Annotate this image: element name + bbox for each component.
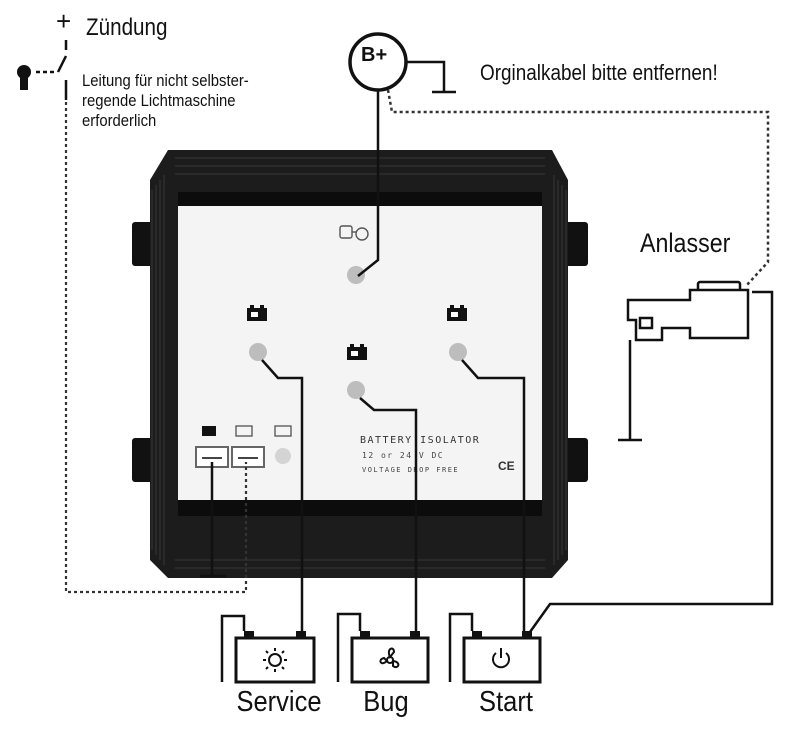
d-plus-symbol-icon xyxy=(235,425,253,437)
wire-start-starter xyxy=(528,290,774,633)
terminal-bug xyxy=(347,381,365,399)
battery-isolator: BATTERY ISOLATOR 12 or 24 V DC VOLTAGE D… xyxy=(132,150,588,578)
sense-symbol-icon xyxy=(274,425,292,437)
isolator-title: BATTERY ISOLATOR xyxy=(360,435,480,446)
ignition-label: Zündung xyxy=(86,14,168,41)
original-cable-dotted xyxy=(386,89,770,287)
battery-service-label: Service xyxy=(236,686,322,718)
battery-bug-label: Bug xyxy=(363,686,409,718)
terminal-service xyxy=(249,343,267,361)
ignition-dotted-wire xyxy=(64,102,248,594)
starter-motor xyxy=(618,280,750,442)
b-plus-ground-wire xyxy=(406,60,446,92)
remove-cable-note: Orginalkabel bitte entfernen! xyxy=(480,60,718,85)
fan-icon xyxy=(379,647,400,669)
alternator-hint: Leitung für nicht selbster- regende Lich… xyxy=(82,71,249,131)
wire-bug xyxy=(359,397,418,632)
panel-bottom-rail xyxy=(178,500,542,516)
sense-terminal xyxy=(275,448,291,464)
battery-bug xyxy=(336,612,430,684)
battery-start xyxy=(448,612,542,684)
alternator-hint-line: erforderlich xyxy=(82,112,157,130)
panel-top-rail xyxy=(178,192,542,206)
b-plus-label: B+ xyxy=(361,44,388,66)
isolator-voltage: 12 or 24 V DC xyxy=(362,451,444,460)
battery-symbol-right xyxy=(447,305,467,321)
ignition-switch xyxy=(36,40,68,100)
starter-label: Anlasser xyxy=(640,228,731,258)
b-plus-wire xyxy=(357,90,380,277)
battery-start-label: Start xyxy=(479,686,533,718)
ground-symbol-icon xyxy=(202,426,216,436)
ignition-plus-label: + xyxy=(56,6,72,36)
ce-mark: CE xyxy=(498,459,515,473)
terminal-start xyxy=(449,343,467,361)
isolator-subtitle: VOLTAGE DROP FREE xyxy=(362,466,459,474)
key-icon xyxy=(17,65,31,90)
alternator-hint-line: Leitung für nicht selbster- xyxy=(82,72,249,90)
alternator-hint-line: regende Lichtmaschine xyxy=(82,92,236,110)
engine-icon xyxy=(492,648,510,669)
battery-service xyxy=(220,614,316,684)
alternator-icon xyxy=(339,225,369,241)
terminal-b-plus xyxy=(347,266,365,284)
sun-icon xyxy=(263,648,287,672)
wire-service xyxy=(261,359,304,632)
wire-start xyxy=(461,359,526,632)
battery-symbol-left xyxy=(247,305,267,321)
battery-symbol-center xyxy=(347,344,367,360)
